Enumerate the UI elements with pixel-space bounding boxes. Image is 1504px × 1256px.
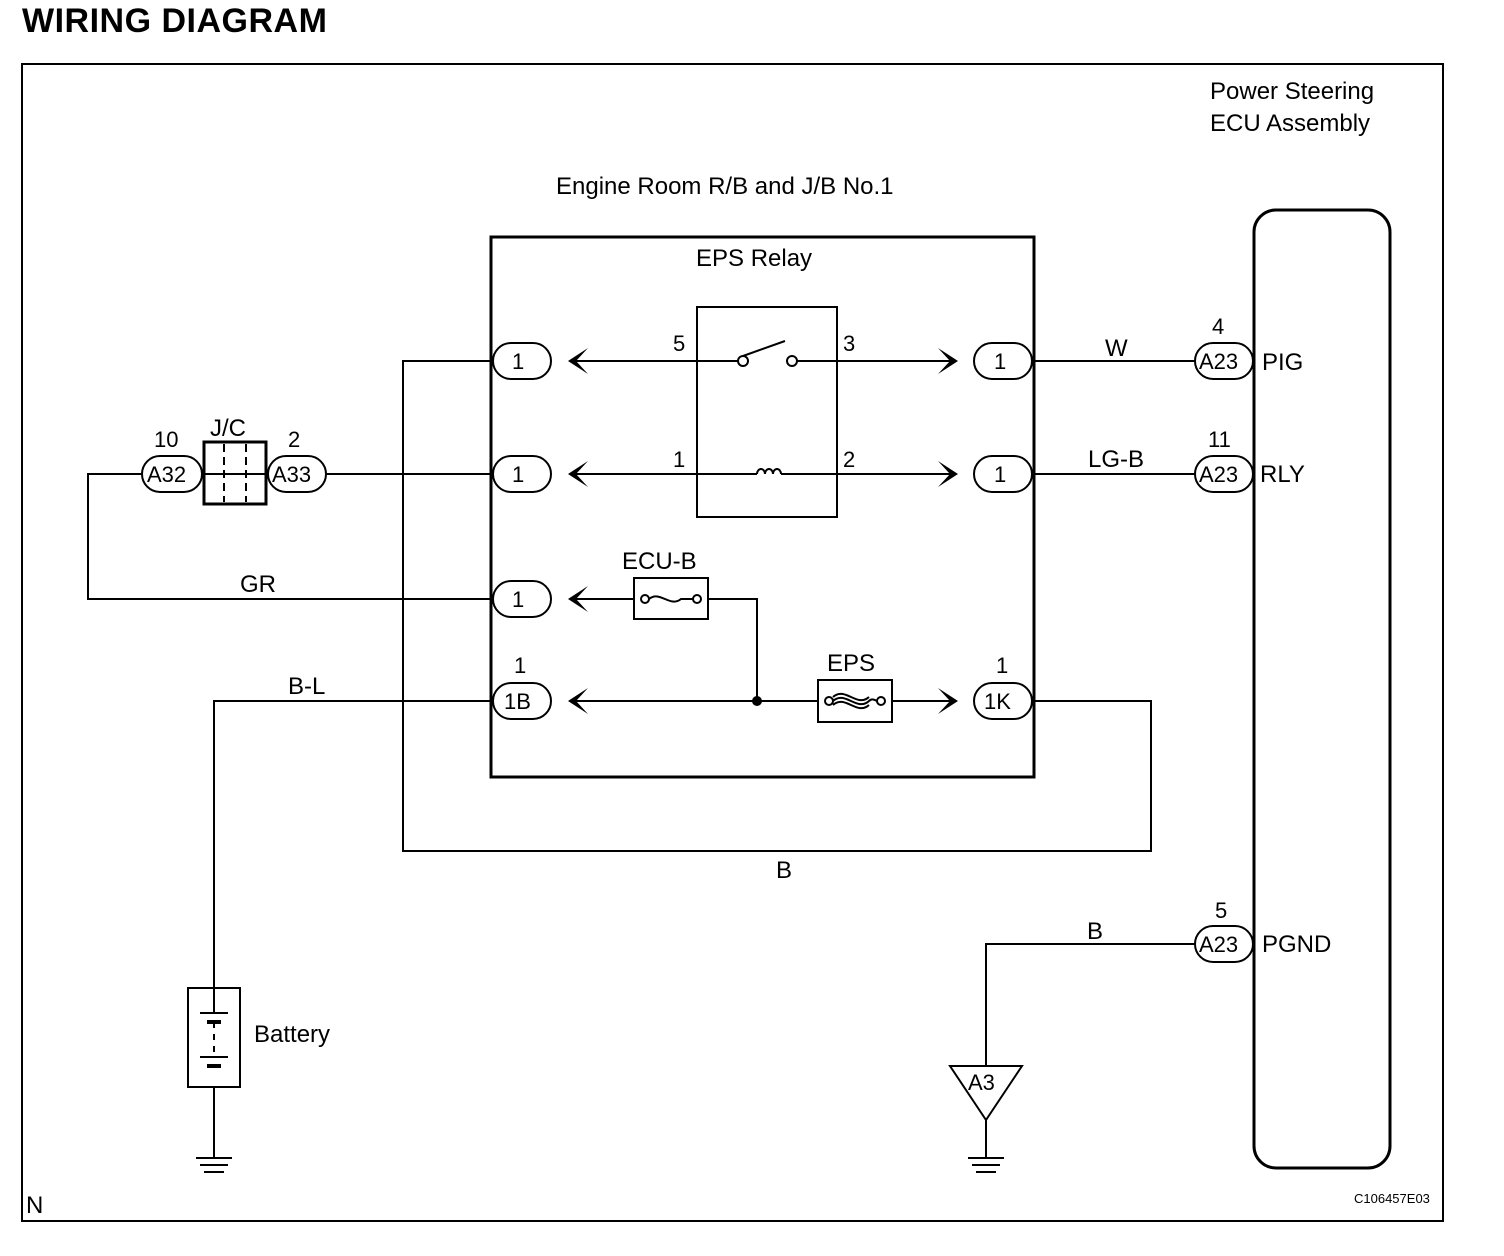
wire-b-loop bbox=[402, 360, 1152, 852]
connector-a33-label: A33 bbox=[272, 462, 311, 487]
battery-cells-icon bbox=[200, 988, 228, 1068]
junction-block-box bbox=[489, 235, 1036, 779]
jc-label: J/C bbox=[210, 415, 246, 442]
fuse-ecub-box bbox=[633, 577, 709, 620]
wire-w-label: W bbox=[1105, 335, 1128, 362]
relay-switch-arm bbox=[742, 340, 786, 357]
jb-connector-right-row4-label: 1K bbox=[984, 689, 1011, 714]
relay-pin-2: 2 bbox=[843, 447, 855, 472]
jb-connector-left-row4: 1B 1 bbox=[492, 653, 588, 720]
relay-pin-3: 3 bbox=[843, 331, 855, 356]
ecu-terminal-pig: PIG bbox=[1262, 349, 1303, 376]
ecu-connector-rly-pin: 11 bbox=[1208, 427, 1231, 452]
wire-gr bbox=[87, 473, 493, 600]
ecu-connector-pgnd-label: A23 bbox=[1199, 932, 1238, 957]
fuse-eps-box bbox=[817, 679, 893, 723]
jb-connector-right-row1: 1 bbox=[938, 342, 1033, 380]
ecu-body bbox=[1252, 208, 1392, 1170]
relay-pin-5: 5 bbox=[673, 331, 685, 356]
ground-point-a3-label: A3 bbox=[968, 1070, 995, 1095]
fuse-eps-terminal-right bbox=[876, 696, 886, 706]
page-title: WIRING DIAGRAM bbox=[22, 2, 328, 40]
relay-switch-contact-right bbox=[786, 355, 798, 367]
connector-a32: A32 10 bbox=[141, 427, 203, 493]
connector-a32-pin: 10 bbox=[154, 427, 178, 452]
jb-connector-right-row1-label: 1 bbox=[994, 349, 1006, 374]
jb-connector-left-row1: 1 bbox=[492, 342, 588, 380]
jb-connector-left-row4-label: 1B bbox=[504, 689, 531, 714]
relay-coil-icon bbox=[744, 468, 792, 475]
fuse-eps-terminal-left bbox=[824, 696, 834, 706]
fuse-eps-element-icon bbox=[832, 692, 878, 710]
ecu-connector-pgnd-pin: 5 bbox=[1215, 898, 1227, 923]
wire-bl bbox=[213, 700, 493, 988]
wire-lgb-label: LG-B bbox=[1088, 446, 1144, 473]
wire-gr-label: GR bbox=[240, 571, 276, 598]
wire-b-ground-label: B bbox=[1087, 918, 1103, 945]
jb-connector-left-row1-label: 1 bbox=[512, 349, 524, 374]
jb-connector-left-row4-pin: 1 bbox=[514, 653, 526, 678]
relay-box bbox=[696, 306, 838, 518]
fuse-ecub-label: ECU-B bbox=[622, 548, 697, 575]
connector-a32-label: A32 bbox=[147, 462, 186, 487]
fuse-ecub-element-icon bbox=[648, 595, 693, 603]
relay-switch-contact-left bbox=[737, 355, 749, 367]
ecu-connector-pig-label: A23 bbox=[1199, 349, 1238, 374]
battery-label: Battery bbox=[254, 1021, 330, 1048]
jb-connector-right-row2: 1 bbox=[938, 455, 1033, 493]
ground-symbol-right-icon bbox=[968, 1157, 1004, 1173]
wire-bl-label: B-L bbox=[288, 673, 325, 700]
connector-a33: A33 2 bbox=[267, 427, 327, 493]
splice-dot bbox=[752, 696, 762, 706]
ecu-label-line1: Power Steering bbox=[1210, 78, 1374, 105]
ground-point-a3-icon bbox=[948, 1065, 1024, 1122]
jb-connector-left-row3: 1 bbox=[492, 580, 588, 618]
connector-a33-pin: 2 bbox=[288, 427, 300, 452]
ecu-connector-pig: A23 4 PIG bbox=[1194, 314, 1303, 380]
relay-pin-1: 1 bbox=[673, 447, 685, 472]
junction-block-label: Engine Room R/B and J/B No.1 bbox=[556, 173, 894, 200]
ecu-terminal-rly: RLY bbox=[1260, 461, 1305, 488]
jb-connector-right-row4-pin: 1 bbox=[996, 653, 1008, 678]
ecu-connector-rly: A23 11 RLY bbox=[1194, 427, 1305, 493]
jb-connector-left-row2-label: 1 bbox=[512, 462, 524, 487]
wire-b-loop-label: B bbox=[776, 857, 792, 884]
jb-connector-right-row2-label: 1 bbox=[994, 462, 1006, 487]
wire-b-ground bbox=[985, 943, 1195, 1066]
ecu-label-line2: ECU Assembly bbox=[1210, 110, 1370, 137]
ecu-connector-pig-pin: 4 bbox=[1212, 314, 1224, 339]
fuse-ecub-terminal-left bbox=[640, 594, 650, 604]
ecu-terminal-pgnd: PGND bbox=[1262, 931, 1331, 958]
jb-connector-right-row4: 1K 1 bbox=[938, 653, 1033, 720]
footer-mark: N bbox=[26, 1192, 43, 1219]
ecu-connector-pgnd: A23 5 PGND bbox=[1194, 898, 1331, 963]
jb-connector-left-row3-label: 1 bbox=[512, 587, 524, 612]
fuse-eps-label: EPS bbox=[827, 650, 875, 677]
diagram-frame bbox=[21, 63, 1444, 1222]
figure-code: C106457E03 bbox=[1354, 1191, 1430, 1206]
ground-symbol-left-icon bbox=[196, 1157, 232, 1173]
fuse-ecub-terminal-right bbox=[692, 594, 702, 604]
jb-connector-left-row2: 1 bbox=[492, 455, 588, 493]
wire-internal-ecub-to-junction bbox=[708, 598, 758, 701]
relay-label: EPS Relay bbox=[696, 245, 812, 272]
ecu-connector-rly-label: A23 bbox=[1199, 462, 1238, 487]
